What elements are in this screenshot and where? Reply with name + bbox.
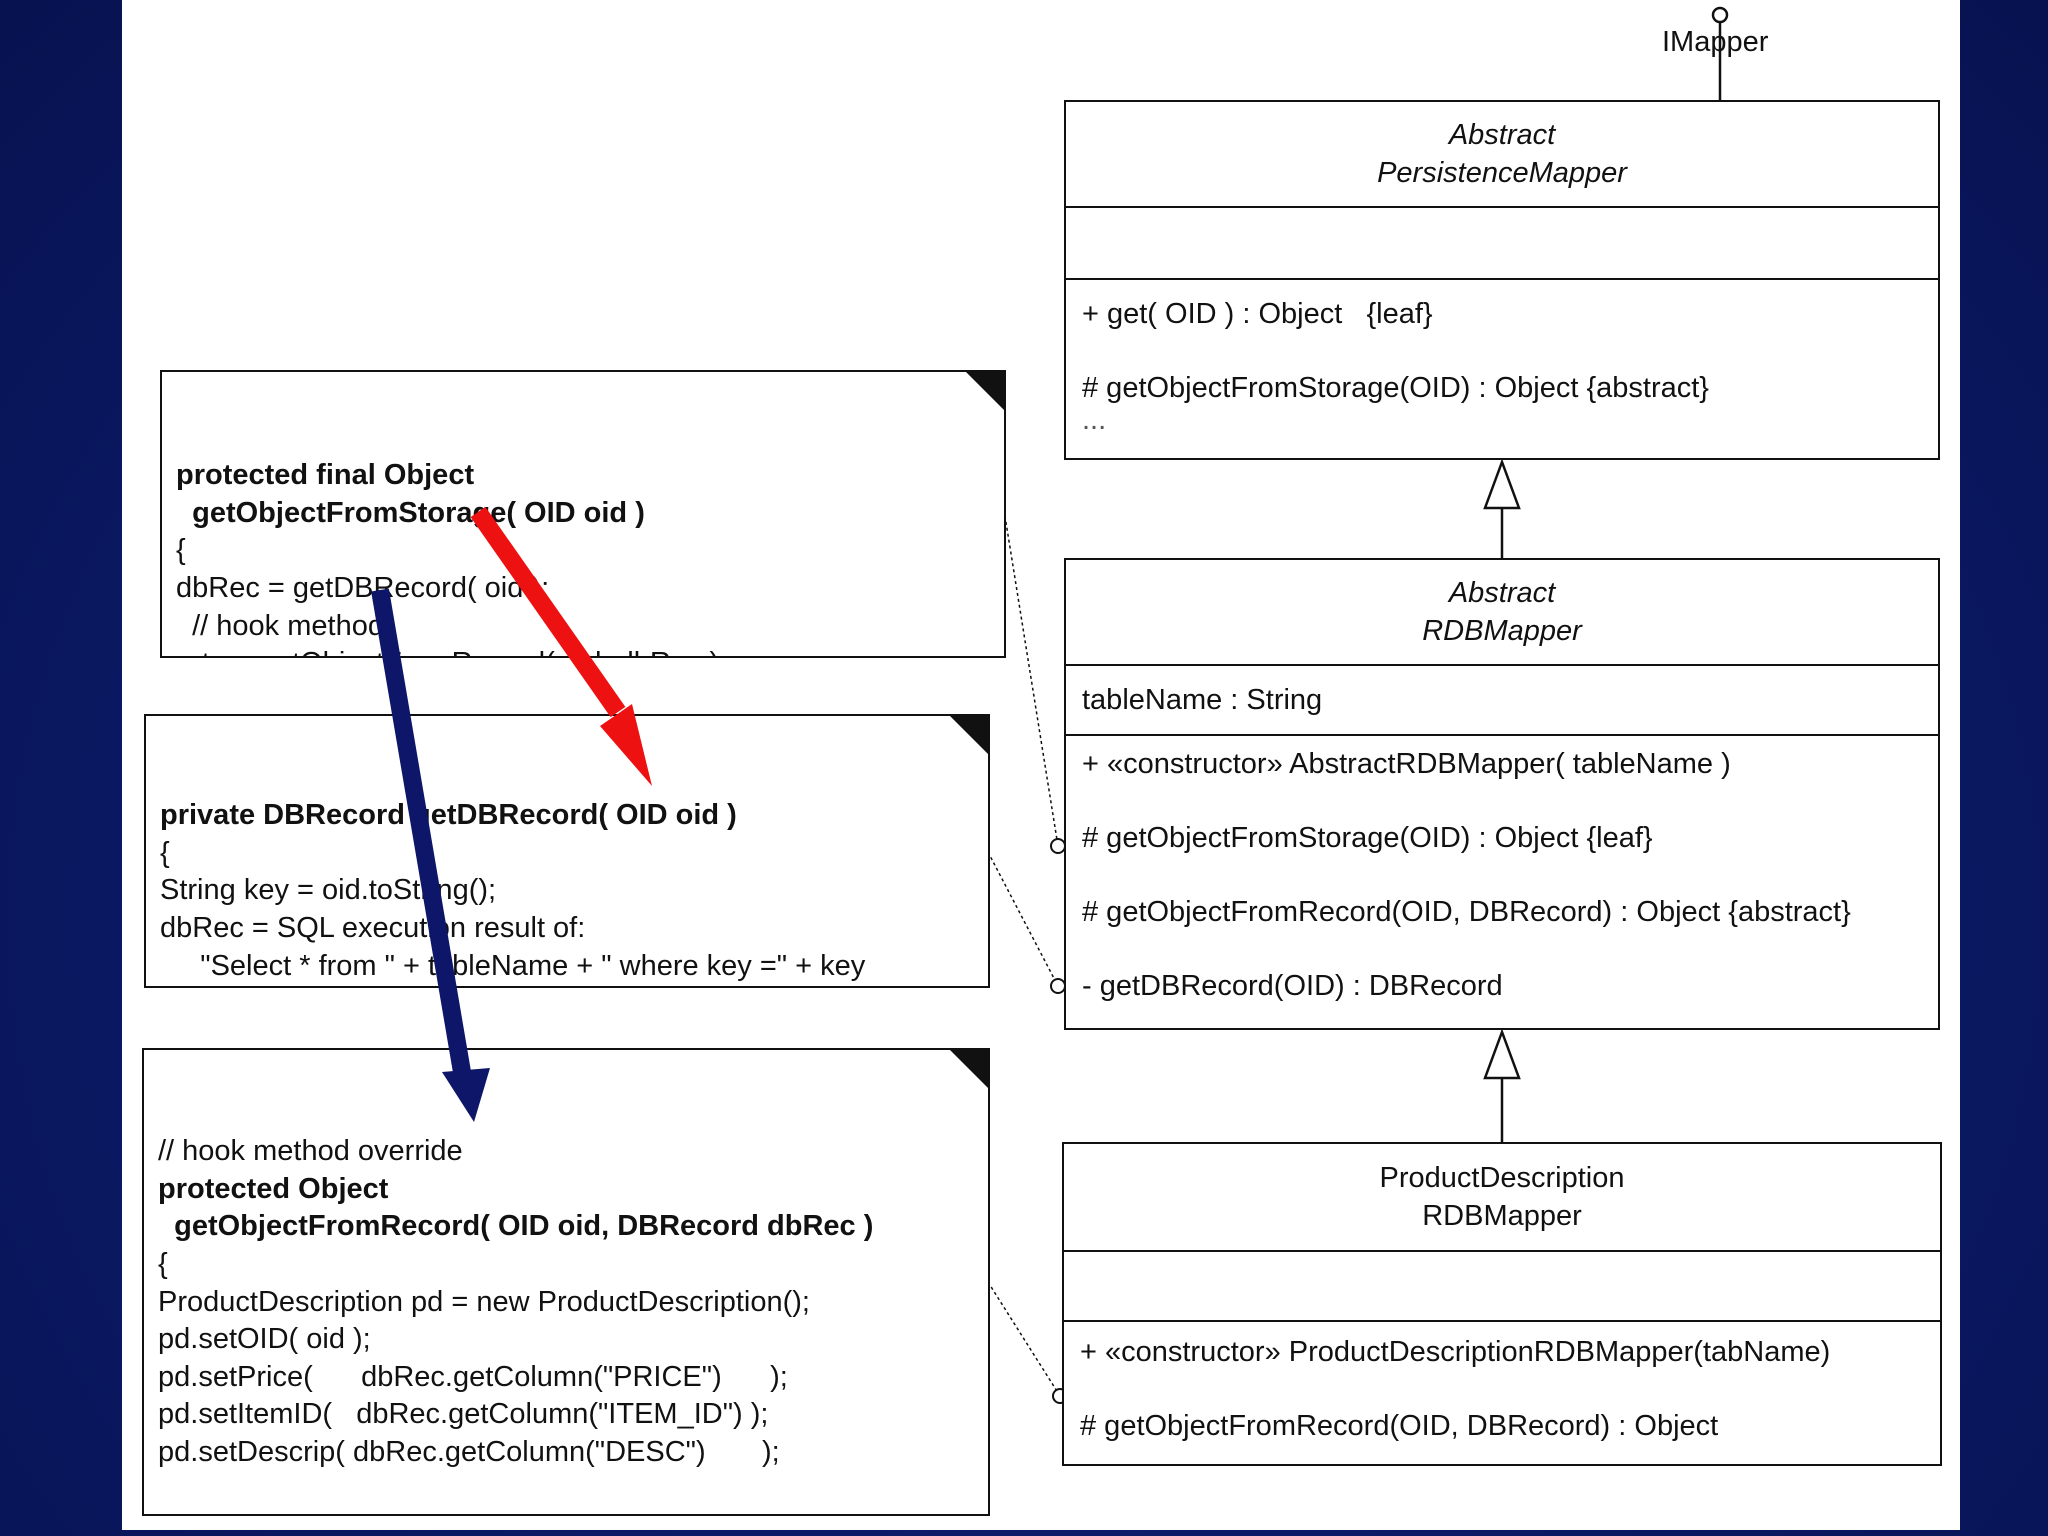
class-name-line: RDBMapper [1422,1200,1582,1232]
attribute: tableName : String [1082,683,1323,716]
operation: - getDBRecord(OID) : DBRecord [1082,970,1503,1002]
note-line: pd.setOID( oid ); [158,1323,371,1356]
note-line: return dbRec; [160,985,974,986]
operation: + get( OID ) : Object {leaf} [1082,298,1433,330]
operation: # getObjectFromRecord(OID, DBRecord) : O… [1082,896,1851,928]
class-attributes [1066,208,1938,280]
note-line [158,1472,974,1510]
class-operations: + «constructor» ProductDescriptionRDBMap… [1064,1322,1940,1464]
note-line: pd.setDescrip( dbRec.getColumn("DESC") )… [158,1435,780,1468]
note-link [1003,509,1059,847]
class-name-line: PersistenceMapper [1377,157,1627,189]
note-line: getObjectFromStorage( OID oid ) [176,496,645,529]
operation: # getObjectFromStorage(OID) : Object {ab… [1082,372,1709,404]
note-line: { [176,534,186,567]
class-name-line: RDBMapper [1422,615,1582,647]
class-abstract-persistence-mapper: Abstract PersistenceMapper + get( OID ) … [1064,100,1940,460]
operation-ellipsis: ... [1082,404,1107,436]
note-line: dbRec = getDBRecord( oid ); [176,571,550,604]
note-line: getObjectFromRecord( OID oid, DBRecord d… [158,1210,874,1243]
note-anchor-icon [1050,838,1066,854]
note-line: // hook method [176,609,384,642]
note-line: return pd; [158,1509,974,1514]
generalization-arrowhead-icon [1483,1028,1521,1080]
generalization-arrowhead-icon [1483,458,1521,510]
note-line: pd.setPrice( dbRec.getColumn("PRICE") ); [158,1360,788,1393]
class-operations: + get( OID ) : Object {leaf} # getObject… [1066,280,1938,458]
note-line: "Select * from " + tableName + " where k… [160,949,866,982]
class-name: Abstract PersistenceMapper [1066,102,1938,208]
note-line: { [160,836,170,869]
operation: # getObjectFromStorage(OID) : Object {le… [1082,822,1653,854]
class-name-line: Abstract [1448,577,1556,609]
class-attributes [1064,1252,1940,1322]
note-fold-corner-icon [948,716,988,756]
note-anchor-icon [1050,978,1066,994]
operation: # getObjectFromRecord(OID, DBRecord) : O… [1080,1410,1719,1442]
note-get-db-record: private DBRecord getDBRecord( OID oid ) {… [144,714,990,988]
class-name: ProductDescription RDBMapper [1064,1144,1940,1252]
interface-label: IMapper [1662,26,1769,58]
class-abstract-rdb-mapper: Abstract RDBMapper tableName : String + … [1064,558,1940,1030]
note-line: pd.setItemID( dbRec.getColumn("ITEM_ID")… [158,1398,769,1431]
class-name: Abstract RDBMapper [1066,560,1938,666]
interface-lollipop-icon [1711,6,1729,24]
note-get-object-from-storage: protected final Object getObjectFromStor… [160,370,1006,658]
operation: + «constructor» ProductDescriptionRDBMap… [1080,1336,1831,1368]
note-link [987,1281,1061,1397]
note-link [987,851,1059,987]
class-name-line: Abstract [1448,119,1556,151]
note-line: return getObjectFromRecord( oid, dbRec )… [176,645,990,656]
operation: + «constructor» AbstractRDBMapper( table… [1082,748,1731,780]
note-fold-corner-icon [964,372,1004,412]
class-operations: + «constructor» AbstractRDBMapper( table… [1066,736,1938,1028]
class-product-description-rdb-mapper: ProductDescription RDBMapper + «construc… [1062,1142,1942,1466]
class-name-line: ProductDescription [1379,1162,1625,1194]
note-line: dbRec = SQL execution result of: [160,911,586,944]
note-fold-corner-icon [948,1050,988,1090]
note-line: protected final Object [176,459,475,492]
note-line: // hook method override [158,1135,463,1168]
note-line: private DBRecord getDBRecord( OID oid ) [160,799,737,832]
note-line: String key = oid.toString(); [160,874,497,907]
note-line: protected Object [158,1172,389,1205]
note-line: { [158,1247,168,1280]
class-attributes: tableName : String [1066,666,1938,736]
note-line: ProductDescription pd = new ProductDescr… [158,1285,810,1318]
